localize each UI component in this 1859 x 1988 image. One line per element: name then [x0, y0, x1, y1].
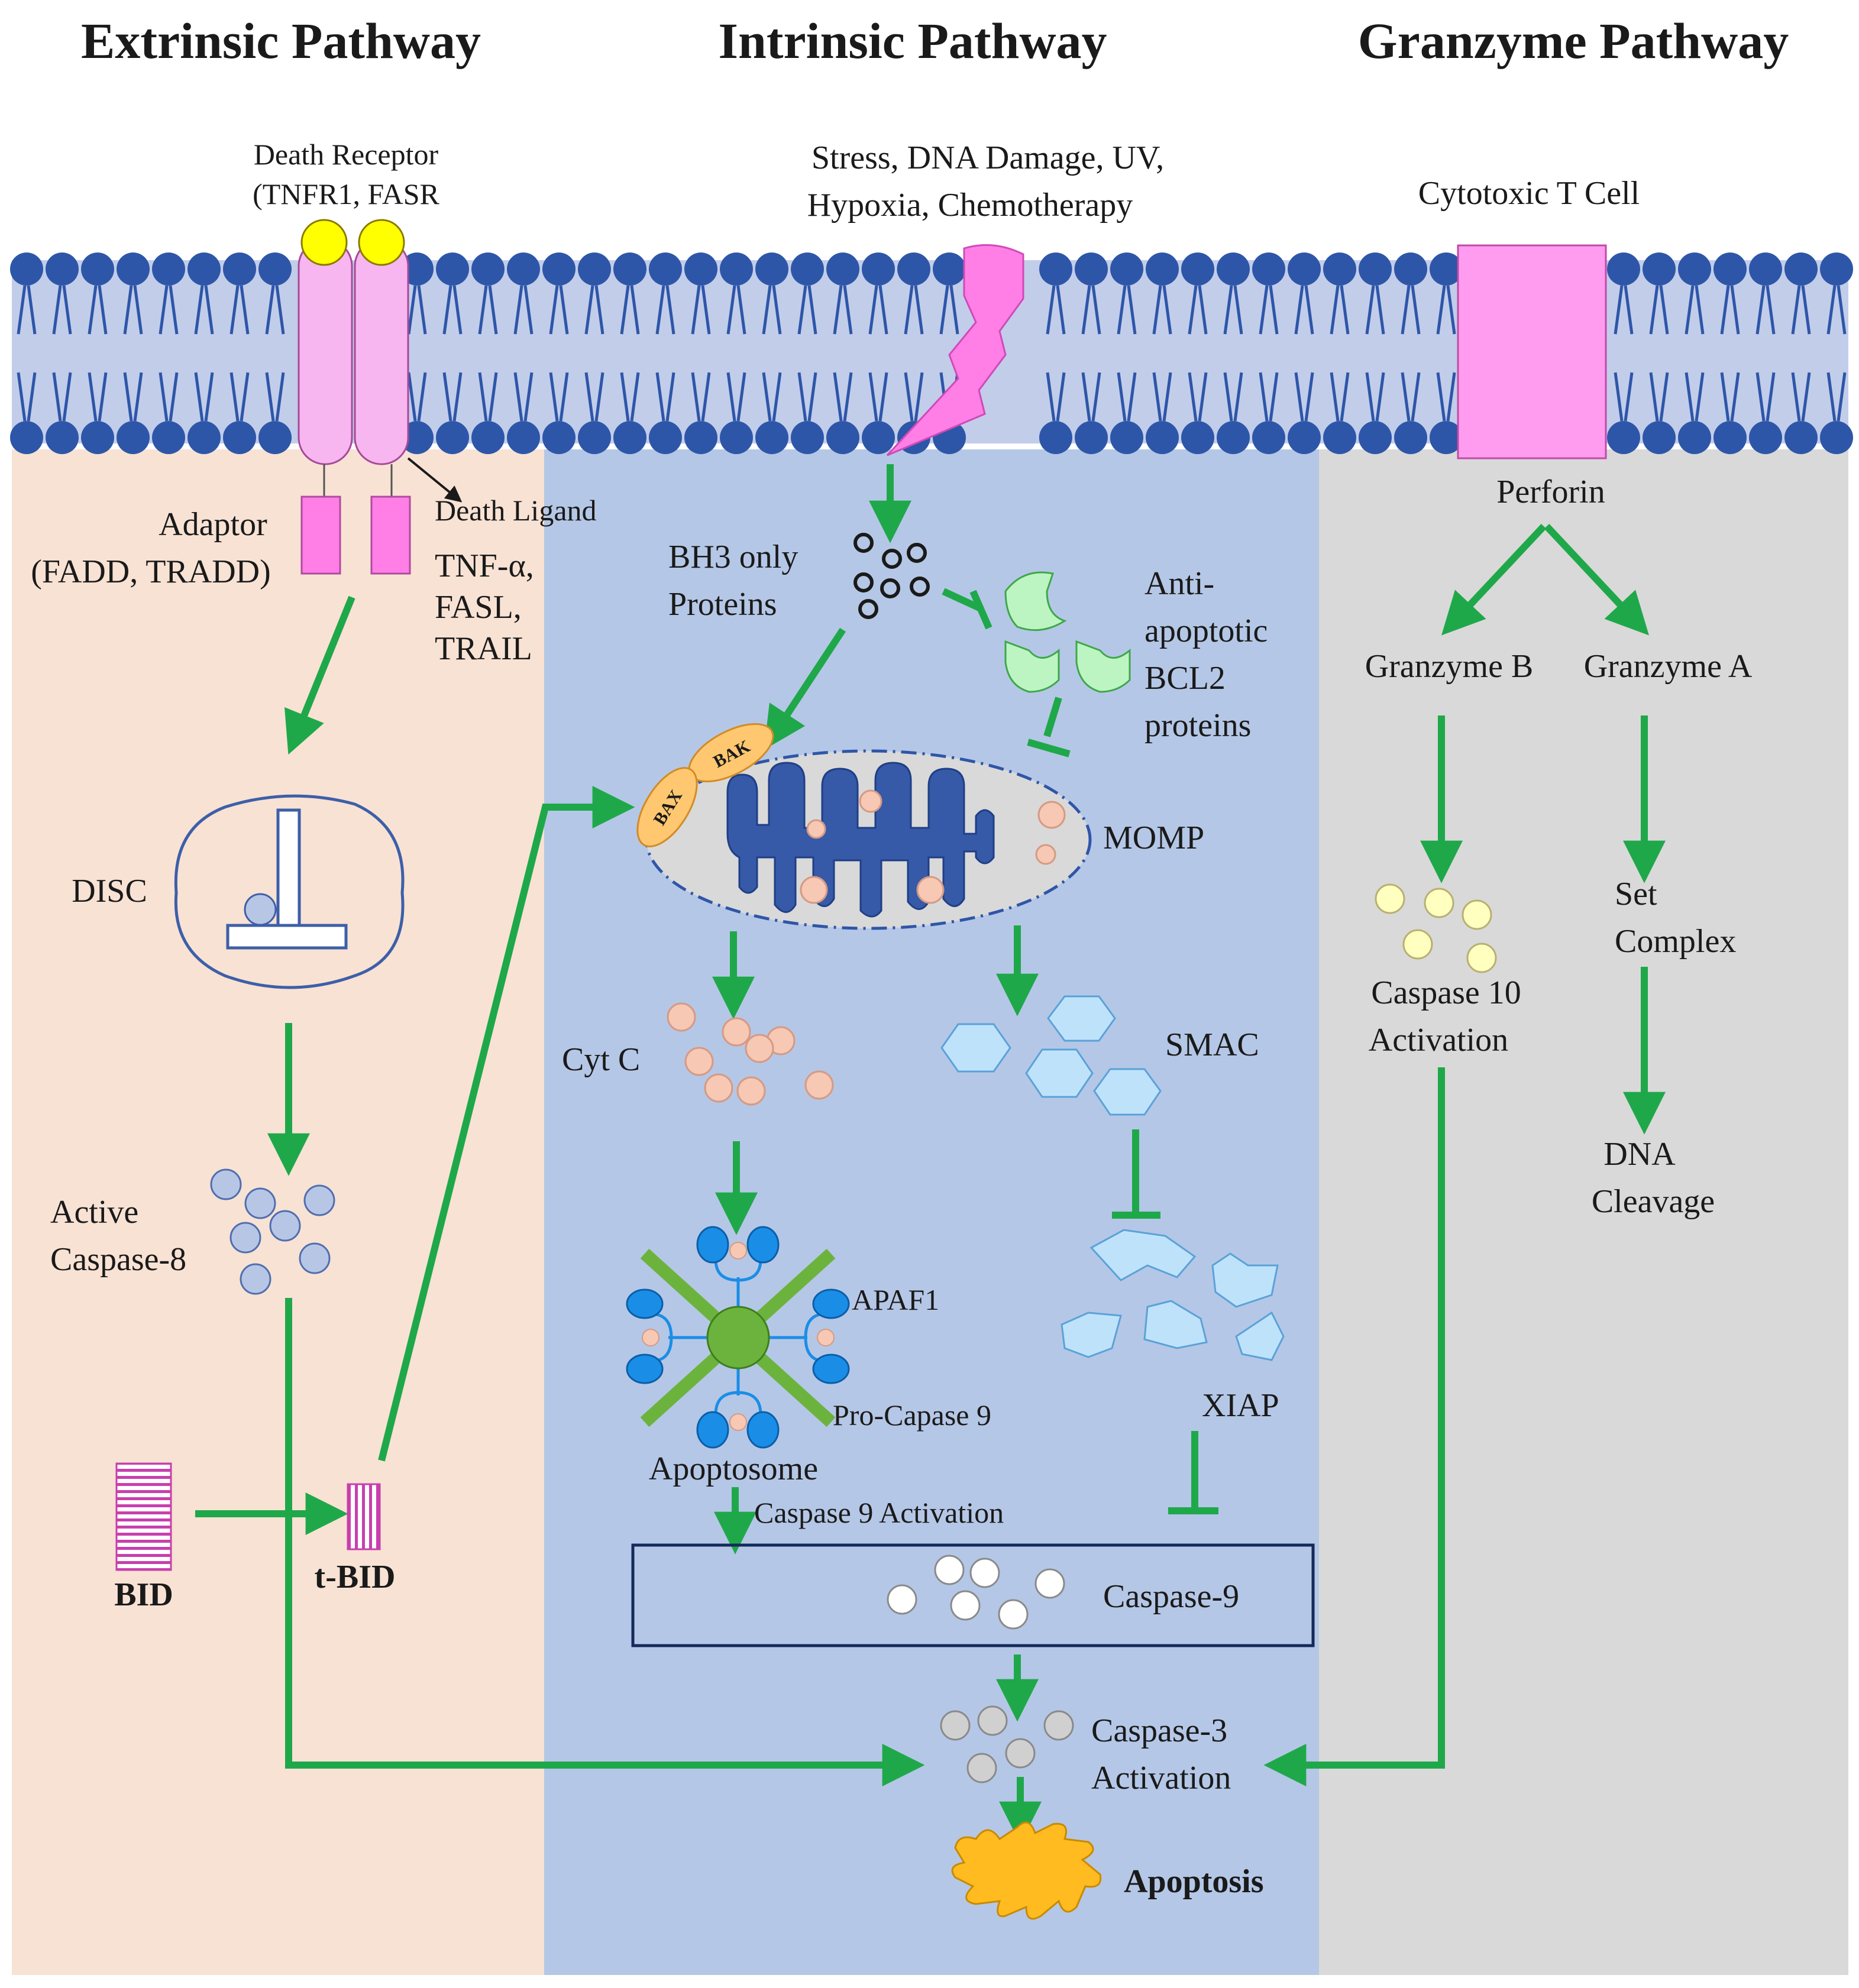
arrow-tbid-to-mitochondria: [378, 786, 635, 1462]
bid-protein: [115, 1462, 172, 1571]
caspase9-activation-label: Caspase 9 Activation: [754, 1496, 1004, 1529]
active-caspase8-label-2: Caspase-8: [50, 1241, 186, 1278]
disc-complex: [174, 794, 405, 989]
smac-proteins: [940, 995, 1162, 1116]
dna-cleavage-label-1: DNA: [1603, 1136, 1676, 1173]
caspase10-particles: [1375, 883, 1497, 973]
arrow-caspase8-to-caspase3: [285, 1298, 925, 1786]
bh3-label-2: Proteins: [668, 586, 777, 623]
granzyme-background: [1319, 449, 1848, 1975]
cytc-label: Cyt C: [562, 1041, 640, 1078]
extrinsic-title: Extrinsic Pathway: [81, 12, 481, 69]
set-complex-label-1: Set: [1615, 876, 1657, 912]
apoptosome-label: Apoptosome: [649, 1450, 818, 1487]
xiap-label: XIAP: [1202, 1387, 1279, 1424]
bax-protein: BAX: [636, 767, 698, 847]
tbid-protein: [347, 1483, 381, 1550]
perforin-channel: [1457, 244, 1607, 459]
set-complex-label-2: Complex: [1615, 923, 1736, 960]
inhibit-bcl2-to-momp: [1027, 697, 1071, 757]
bcl2-proteins: [1004, 571, 1131, 693]
arrow-perforin-to-granzyme-a: [1544, 523, 1649, 636]
bcl2-label-4: proteins: [1145, 707, 1251, 744]
bak-protein: BAK: [688, 723, 774, 782]
caspase8-particles: [210, 1168, 335, 1295]
arrow-caspase10-to-caspase3: [1263, 1067, 1445, 1786]
bcl2-label-2: apoptotic: [1145, 613, 1268, 649]
momp-label: MOMP: [1103, 820, 1204, 856]
adaptor-label: Adaptor: [159, 506, 267, 543]
granzyme-a-label: Granzyme A: [1584, 648, 1753, 685]
death-ligand-ball-left: [300, 219, 348, 266]
active-caspase8-label-1: Active: [50, 1194, 138, 1231]
caspase10-label-2: Activation: [1369, 1022, 1508, 1058]
procaspase9-label: Pro-Capase 9: [833, 1398, 991, 1432]
mitochondrion: [645, 749, 1092, 930]
death-receptor-types: (TNFR1, FASR: [253, 177, 439, 211]
bid-label: BID: [114, 1576, 173, 1613]
disc-label: DISC: [72, 873, 147, 909]
inhibit-xiap-to-caspase9: [1168, 1431, 1218, 1514]
ligand-fasl: FASL,: [435, 589, 522, 626]
xiap-proteins: [1061, 1229, 1285, 1361]
adaptor-box-right: [370, 496, 411, 575]
arrow-perforin-to-granzyme-b: [1441, 523, 1547, 636]
intrinsic-background: [544, 449, 1319, 1975]
bh3-label-1: BH3 only: [668, 539, 798, 575]
death-ligand-ball-right: [358, 219, 405, 266]
stress-label-2: Hypoxia, Chemotherapy: [807, 187, 1133, 224]
smac-label: SMAC: [1165, 1027, 1259, 1063]
perforin-label: Perforin: [1496, 474, 1605, 510]
caspase3-label-2: Activation: [1091, 1760, 1231, 1796]
arrow-bh3-to-bak: [764, 627, 846, 750]
death-receptor-label: Death Receptor: [254, 138, 439, 171]
inhibit-bh3-to-bcl2: [942, 588, 992, 630]
caspase10-label-1: Caspase 10: [1371, 974, 1521, 1011]
caspase9-label: Caspase-9: [1103, 1578, 1239, 1615]
ligand-trail: TRAIL: [435, 630, 532, 667]
granzyme-title: Granzyme Pathway: [1358, 12, 1789, 69]
bcl2-label-1: Anti-: [1145, 565, 1214, 602]
dna-cleavage-label-2: Cleavage: [1592, 1183, 1715, 1220]
adaptor-types: (FADD, TRADD): [31, 553, 270, 590]
bh3-proteins: [853, 533, 930, 619]
death-ligand-label: Death Ligand: [435, 494, 597, 527]
apoptotic-cell: [951, 1821, 1102, 1920]
granzyme-b-label: Granzyme B: [1365, 648, 1534, 685]
ligand-tnf: TNF-α,: [435, 548, 534, 584]
apoptosome: [626, 1226, 850, 1449]
apoptosis-label: Apoptosis: [1124, 1863, 1264, 1900]
arrow-adaptor-to-disc: [284, 595, 355, 755]
adaptor-box-left: [300, 496, 341, 575]
caspase3-particles: [940, 1705, 1074, 1783]
bcl2-label-3: BCL2: [1145, 660, 1226, 697]
caspase9-box: [631, 1543, 1315, 1647]
cytotoxic-tcell-label: Cytotoxic T Cell: [1418, 175, 1640, 212]
tbid-label: t-BID: [315, 1559, 396, 1595]
apaf1-label: APAF1: [852, 1283, 939, 1316]
cytc-particles: [667, 1002, 834, 1106]
stress-label-1: Stress, DNA Damage, UV,: [812, 140, 1164, 176]
intrinsic-title: Intrinsic Pathway: [719, 12, 1107, 69]
inhibit-smac-to-xiap: [1112, 1129, 1160, 1219]
stress-lightning: [886, 244, 1024, 456]
caspase3-label-1: Caspase-3: [1091, 1712, 1227, 1749]
death-receptor: [298, 219, 463, 575]
